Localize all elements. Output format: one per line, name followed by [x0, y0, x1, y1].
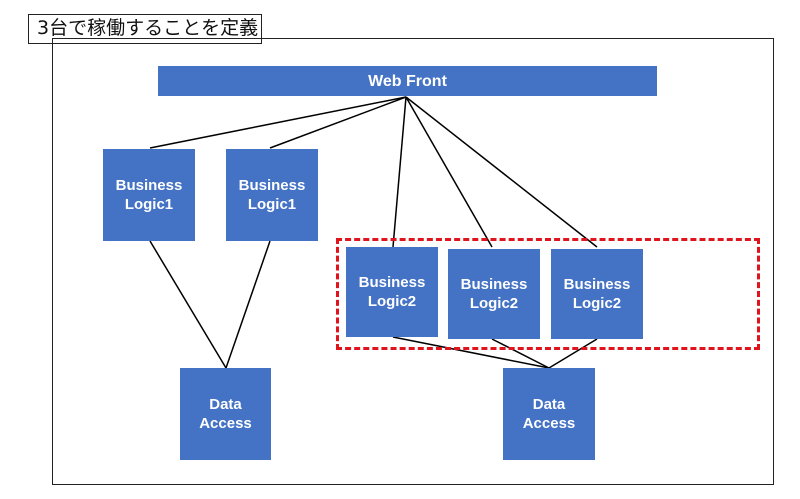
web-front-label: Web Front	[368, 72, 447, 90]
connector-bl2c-da2	[548, 338, 598, 369]
connector-bl1b-da1	[225, 240, 271, 369]
business-logic1-node: Business Logic1	[226, 149, 318, 241]
data-access-label: Data Access	[199, 396, 252, 432]
connector-web-bl2b	[405, 96, 493, 248]
diagram-frame	[52, 38, 774, 485]
web-front-node: Web Front	[158, 66, 657, 96]
connector-web-bl1b	[269, 96, 407, 149]
business-logic2-node: Business Logic2	[448, 249, 540, 339]
business-logic2-label: Business Logic2	[358, 274, 426, 310]
business-logic1-node: Business Logic1	[103, 149, 195, 241]
business-logic1-label: Business Logic1	[238, 177, 306, 213]
connector-bl2b-da2	[491, 338, 550, 369]
diagram-title: 3台で稼働することを定義	[28, 14, 262, 44]
data-access-label: Data Access	[522, 396, 576, 432]
business-logic2-label: Business Logic2	[563, 276, 631, 312]
connector-bl1a-da1	[149, 240, 227, 369]
data-access-node: Data Access	[180, 368, 271, 460]
connector-web-bl2c	[405, 96, 598, 248]
business-logic1-label: Business Logic1	[115, 177, 183, 213]
business-logic2-node: Business Logic2	[551, 249, 643, 339]
connector-web-bl2a	[392, 96, 407, 248]
connector-web-bl1a	[149, 96, 407, 149]
connector-bl2a-da2	[392, 336, 550, 369]
data-access-node: Data Access	[503, 368, 595, 460]
business-logic2-label: Business Logic2	[460, 276, 528, 312]
business-logic2-node: Business Logic2	[346, 247, 438, 337]
logic2-group-highlight	[336, 238, 760, 350]
